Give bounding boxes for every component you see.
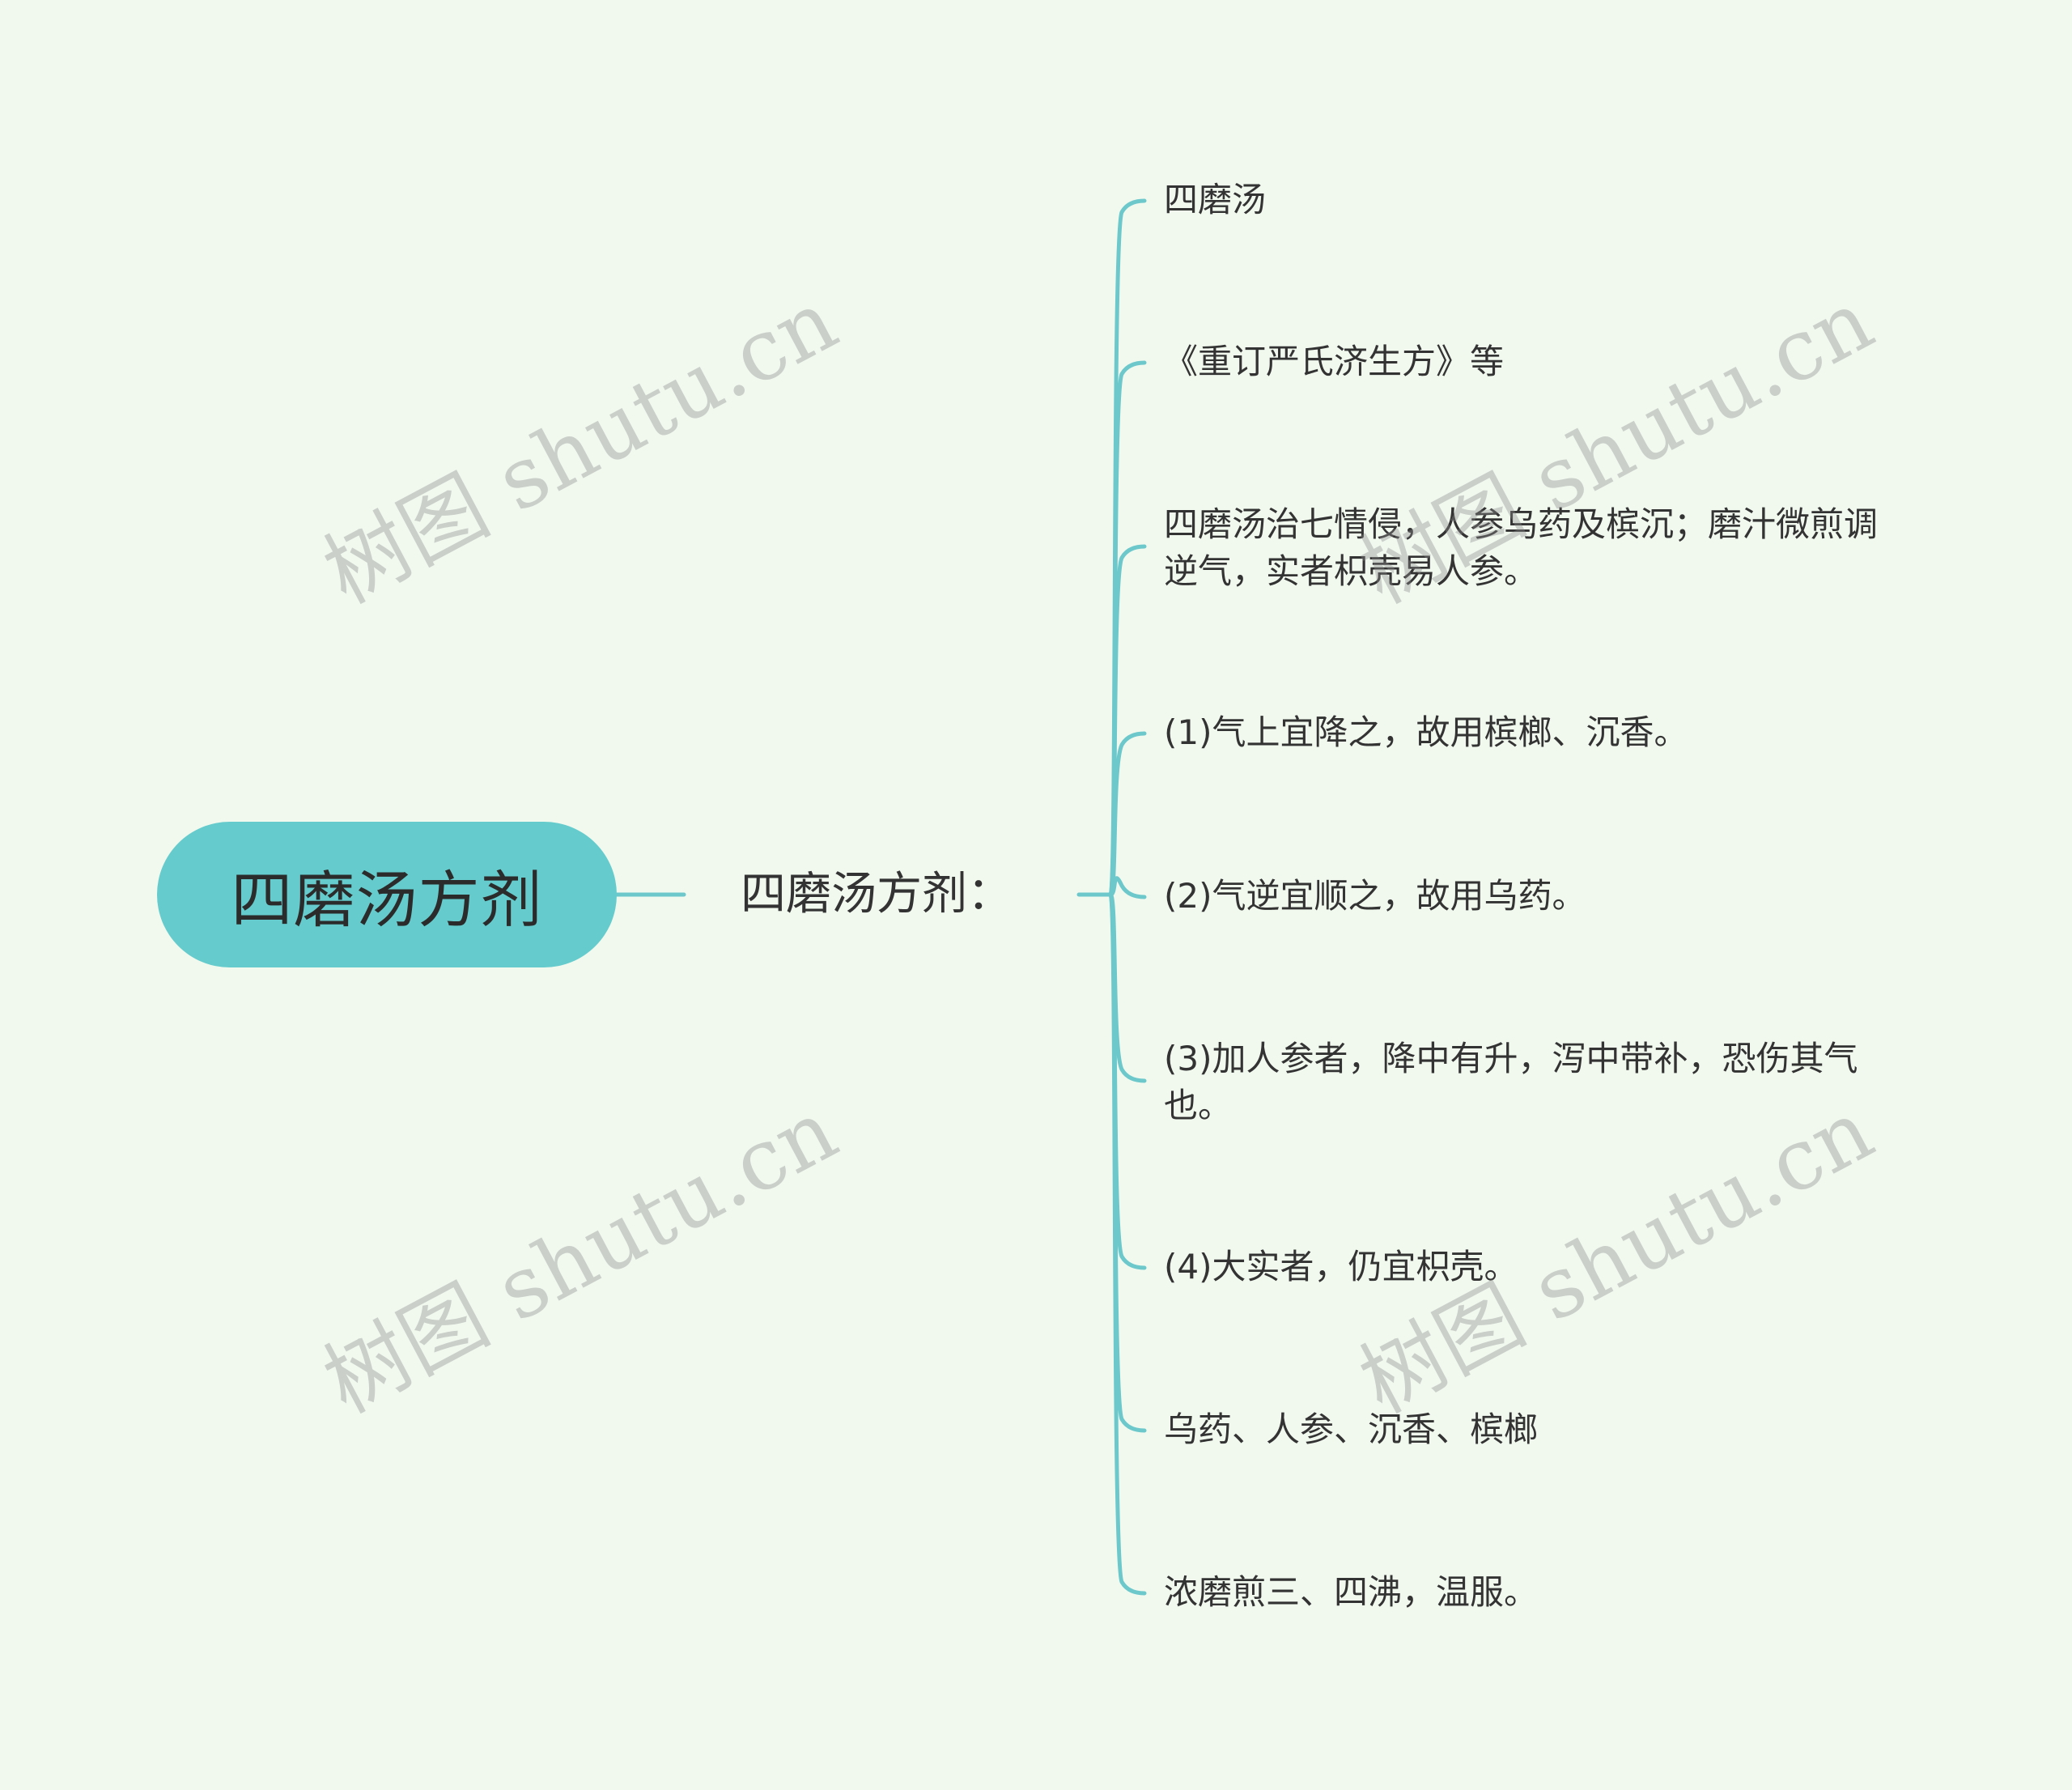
leaf-connector xyxy=(1108,731,1147,897)
leaf-node-label: 四磨汤 xyxy=(1164,180,1267,219)
leaf-node[interactable]: (3)加人参者，降中有升，泻中带补，恐伤其气也。 xyxy=(1164,1035,1909,1129)
leaf-node-label: (4)大实者，仍宜枳壳。 xyxy=(1164,1247,1518,1286)
leaf-node[interactable]: 浓磨煎三、四沸，温服。 xyxy=(1164,1569,1909,1616)
leaf-node[interactable]: (4)大实者，仍宜枳壳。 xyxy=(1164,1244,1909,1290)
root-node[interactable]: 四磨汤方剂 xyxy=(157,822,617,967)
leaf-node-label: 浓磨煎三、四沸，温服。 xyxy=(1164,1572,1539,1612)
leaf-node-label: (2)气逆宜顺之，故用乌药。 xyxy=(1164,876,1586,916)
leaf-node-label: 《重订严氏济生方》等 xyxy=(1164,342,1505,381)
branch-node[interactable]: 四磨汤方剂： xyxy=(741,862,1013,927)
leaf-node[interactable]: 四磨汤治七情侵，人参乌药及槟沉；磨汁微煎调逆气，实者枳壳易人参。 xyxy=(1164,501,1909,595)
leaf-node[interactable]: 乌药、人参、沉香、槟榔 xyxy=(1164,1406,1909,1453)
leaf-node-label: 乌药、人参、沉香、槟榔 xyxy=(1164,1409,1539,1449)
leaf-node[interactable]: (2)气逆宜顺之，故用乌药。 xyxy=(1164,873,1909,920)
leaf-node[interactable]: (1)气上宜降之，故用槟榔、沉香。 xyxy=(1164,709,1909,756)
leaf-node-label: 四磨汤治七情侵，人参乌药及槟沉；磨汁微煎调逆气，实者枳壳易人参。 xyxy=(1164,504,1879,591)
leaf-node-label: (1)气上宜降之，故用槟榔、沉香。 xyxy=(1164,712,1688,752)
leaf-connector xyxy=(1108,876,1147,899)
root-node-label: 四磨汤方剂 xyxy=(231,864,543,936)
leaf-node[interactable]: 《重订严氏济生方》等 xyxy=(1164,338,1909,385)
leaf-node[interactable]: 四磨汤 xyxy=(1164,176,1909,223)
leaf-node-label: (3)加人参者，降中有升，泻中带补，恐伤其气也。 xyxy=(1164,1039,1858,1125)
branch-node-label: 四磨汤方剂： xyxy=(741,868,1013,921)
leaf-connector xyxy=(1108,892,1147,1596)
